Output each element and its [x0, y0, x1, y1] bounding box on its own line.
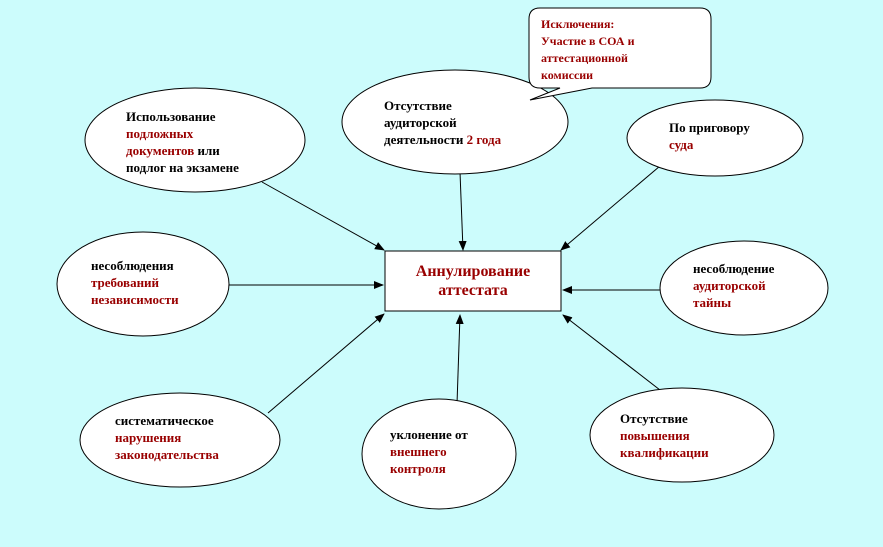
node-absence-audit-line1: Отсутствие [384, 98, 452, 113]
node-qualification-line1: Отсутствие [620, 411, 688, 426]
node-documents-line1: Использование [126, 109, 216, 124]
node-control-line3: контроля [390, 461, 446, 476]
node-law-shape [79, 392, 281, 488]
callout-line4: комиссии [541, 68, 594, 79]
center-title-line1: Аннулирование [415, 263, 531, 280]
node-control-shape [361, 398, 517, 510]
node-secrecy-line1: несоблюдение [693, 261, 775, 276]
node-control-line1: уклонение от [390, 427, 468, 442]
exceptions-callout: Исключения: Участие в СОА и аттестационн… [541, 16, 635, 79]
node-documents-line3b: или [194, 143, 220, 158]
node-documents-line2: подложных [126, 126, 194, 141]
node-law-line2: нарушения [115, 430, 182, 445]
arrow-law [267, 313, 385, 414]
node-independence-line2: требований [91, 275, 160, 290]
node-qualification-line2: повышения [620, 428, 690, 443]
node-court-shape [626, 99, 804, 177]
node-secrecy-line3: тайны [693, 295, 732, 310]
callout-line3: аттестационной [541, 51, 628, 65]
arrow-qualification [562, 314, 661, 391]
node-documents-line4: подлог на экзамене [126, 160, 239, 175]
node-court-line1: По приговору [669, 120, 750, 135]
arrow-court [560, 165, 661, 251]
node-absence-audit-line2: аудиторской [384, 115, 457, 130]
node-court-line2: суда [669, 137, 694, 152]
center-title: Аннулирование аттестата [386, 252, 560, 310]
center-box [384, 250, 562, 312]
node-documents-line3a: документов [126, 143, 195, 158]
node-independence-shape [56, 231, 230, 337]
node-qualification-shape [589, 387, 775, 483]
node-control-line2: внешнего [390, 444, 447, 459]
node-absence-audit-line3b: 2 года [466, 132, 502, 147]
callout-line2: Участие в СОА и [541, 34, 635, 48]
node-independence: несоблюдения требований независимости [91, 257, 179, 308]
node-secrecy-shape [659, 240, 829, 336]
node-court: По приговору суда [669, 119, 750, 153]
node-qualification-line3: квалификации [620, 445, 709, 460]
node-documents: Использование подложных документов или п… [126, 108, 239, 176]
node-absence-audit-line3a: деятельности [384, 132, 467, 147]
node-control: уклонение от внешнего контроля [390, 426, 468, 477]
callout-bubble [528, 7, 712, 101]
node-law: систематическое нарушения законодательст… [115, 412, 219, 463]
node-qualification: Отсутствие повышения квалификации [620, 410, 709, 461]
arrow-absence-audit [458, 171, 467, 251]
node-secrecy-line2: аудиторской [693, 278, 766, 293]
node-absence-audit: Отсутствие аудиторской деятельности 2 го… [384, 97, 501, 148]
node-absence-audit-shape [341, 69, 569, 175]
center-title-line2: аттестата [438, 282, 508, 299]
node-independence-line1: несоблюдения [91, 258, 174, 273]
node-secrecy: несоблюдение аудиторской тайны [693, 260, 774, 311]
node-independence-line3: независимости [91, 292, 179, 307]
node-law-line3: законодательства [115, 447, 219, 462]
node-law-line1: систематическое [115, 413, 214, 428]
arrow-documents [261, 181, 385, 251]
node-documents-shape [84, 87, 306, 193]
callout-line1: Исключения: [541, 17, 615, 31]
arrow-control [455, 314, 464, 405]
